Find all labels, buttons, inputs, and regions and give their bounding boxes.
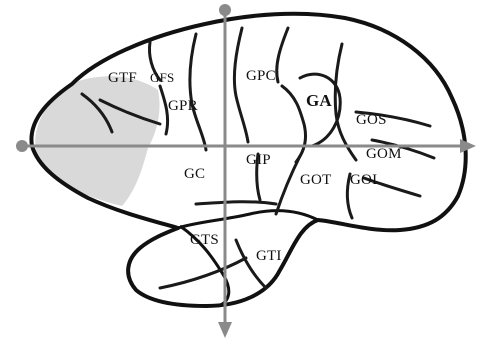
label-gc: GC	[184, 166, 205, 182]
horizontal-axis-origin-dot	[16, 140, 28, 152]
label-gts: GTS	[190, 232, 219, 248]
sulcus-lunate	[335, 44, 356, 160]
label-gom: GOM	[366, 146, 402, 162]
label-got: GOT	[300, 172, 331, 188]
horizontal-axis-arrowhead	[460, 139, 476, 153]
sulcus-temporal-superior	[276, 156, 300, 214]
label-gos: GOS	[356, 112, 387, 128]
sulcus-intraparietal	[282, 86, 306, 162]
sulcus-precentral	[190, 34, 206, 150]
sulcus-central	[234, 28, 248, 142]
label-goi: GOI	[350, 172, 377, 188]
label-gfs: GFS	[150, 70, 174, 85]
label-gip: GIP	[246, 152, 271, 168]
vertical-axis-arrowhead	[218, 322, 232, 338]
sulcus-frontal-vertical	[160, 86, 168, 134]
sulcus-ventral	[196, 202, 276, 204]
vertical-axis-origin-dot	[219, 4, 231, 16]
sulcus-temporal-lower-edge	[160, 258, 246, 288]
label-gpc: GPC	[246, 68, 276, 84]
label-gpr: GPR	[168, 98, 198, 114]
label-gtf: GTF	[108, 70, 137, 86]
label-ga: GA	[306, 91, 332, 110]
sulcus-postcentral	[277, 28, 288, 82]
label-gti: GTI	[256, 248, 282, 264]
temporal-lobe-outline	[178, 211, 318, 228]
